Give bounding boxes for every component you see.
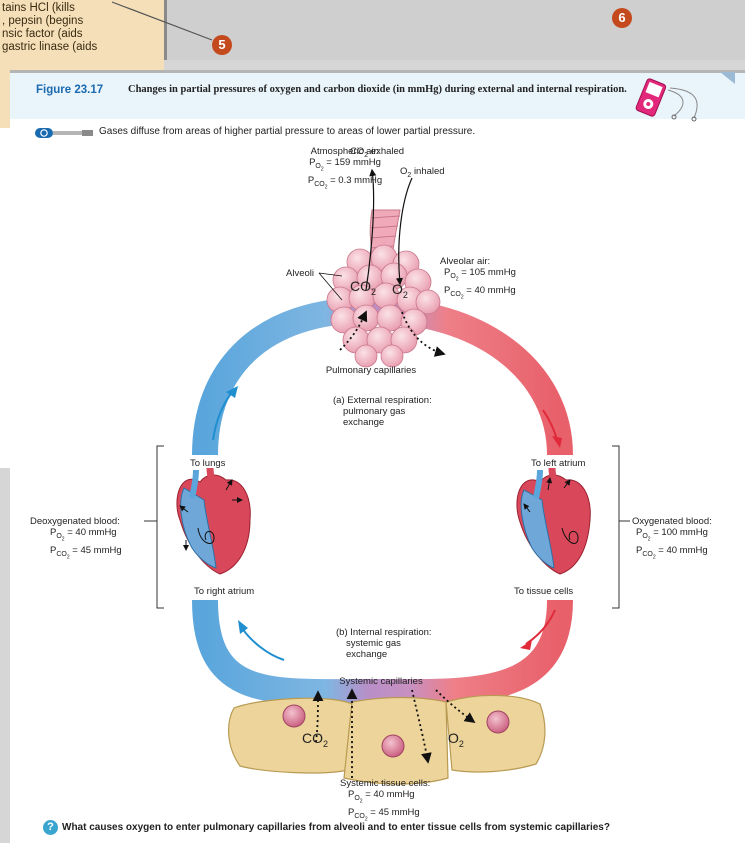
atmospheric-pco2: PCO2 = 0.3 mmHg: [300, 175, 390, 193]
figure-question: What causes oxygen to enter pulmonary ca…: [62, 822, 610, 833]
ext-resp-line-1: (a) External respiration:: [333, 395, 432, 406]
alveoli-label: Alveoli: [286, 268, 314, 279]
to-tissue-cells-label: To tissue cells: [514, 586, 573, 597]
oxy-po2-value: = 100 mmHg: [653, 527, 708, 538]
tissue-title: Systemic tissue cells:: [340, 778, 430, 789]
tissue-po2: PO2 = 40 mmHg: [340, 789, 430, 807]
atm-pco2-value: = 0.3 mmHg: [330, 175, 382, 186]
left-bracket: [157, 446, 164, 608]
heart-right-side-icon: [177, 468, 250, 574]
flow-arrowhead: [520, 640, 532, 650]
question-icon: ?: [43, 820, 58, 835]
tissue-cells-icon: [229, 695, 545, 784]
o2-alveolar-label: O2: [392, 284, 408, 301]
int-resp-line-3: exchange: [336, 649, 432, 660]
ext-resp-line-2: pulmonary gas: [333, 406, 432, 417]
co2-big-text: CO: [350, 278, 371, 294]
alveolar-air-label: Alveolar air: PO2 = 105 mmHg PCO2 = 40 m…: [440, 256, 516, 304]
to-lungs-label: To lungs: [190, 458, 225, 469]
co2-exhaled-text: exhaled: [371, 146, 404, 157]
flow-arrowhead: [238, 620, 248, 634]
tissue-po2-value: = 40 mmHg: [365, 789, 414, 800]
o2-inhaled-text: inhaled: [414, 166, 445, 177]
alveolar-po2: PO2 = 105 mmHg: [440, 267, 516, 285]
deoxy-po2: PO2 = 40 mmHg: [30, 527, 122, 545]
deoxy-title: Deoxygenated blood:: [30, 516, 122, 527]
external-respiration-label: (a) External respiration: pulmonary gas …: [333, 395, 432, 428]
deoxy-po2-value: = 40 mmHg: [67, 527, 116, 538]
systemic-tissue-cells-label: Systemic tissue cells: PO2 = 40 mmHg PCO…: [340, 778, 430, 826]
oxy-pco2-value: = 40 mmHg: [658, 545, 707, 556]
o2-big-text: O: [392, 281, 403, 297]
flow-arrow-to-right-atrium-icon: [242, 628, 284, 660]
to-right-atrium-label: To right atrium: [194, 586, 254, 597]
deoxy-pco2-value: = 45 mmHg: [72, 545, 121, 556]
heart-left-side-icon: [517, 468, 590, 574]
tissue-o2-label: O2: [448, 733, 464, 750]
tissue-co2-text: CO: [302, 730, 323, 746]
o2-inhaled-label: O2 inhaled: [400, 166, 445, 181]
oxy-po2: PO2 = 100 mmHg: [632, 527, 712, 545]
int-resp-line-2: systemic gas: [336, 638, 432, 649]
alveoli-cluster-icon: [327, 245, 440, 367]
tissue-pco2-value: = 45 mmHg: [370, 807, 419, 818]
alveolar-air-title: Alveolar air:: [440, 256, 516, 267]
alv-po2-value: = 105 mmHg: [461, 267, 516, 278]
int-resp-line-1: (b) Internal respiration:: [336, 627, 432, 638]
alv-pco2-value: = 40 mmHg: [466, 285, 515, 296]
oxy-pco2: PCO2 = 40 mmHg: [632, 545, 712, 563]
deoxygenated-blood-label: Deoxygenated blood: PO2 = 40 mmHg PCO2 =…: [30, 516, 122, 564]
co2-exhaled-label: CO2 exhaled: [350, 146, 404, 161]
tissue-o2-text: O: [448, 730, 459, 746]
oxy-title: Oxygenated blood:: [632, 516, 712, 527]
ext-resp-line-3: exchange: [333, 417, 432, 428]
right-bracket: [612, 446, 619, 608]
internal-respiration-label: (b) Internal respiration: systemic gas e…: [336, 627, 432, 660]
deoxy-pco2: PCO2 = 45 mmHg: [30, 545, 122, 563]
oxygenated-blood-label: Oxygenated blood: PO2 = 100 mmHg PCO2 = …: [632, 516, 712, 564]
systemic-capillaries-label: Systemic capillaries: [326, 676, 436, 687]
co2-alveolar-label: CO2: [350, 281, 376, 298]
to-left-atrium-label: To left atrium: [531, 458, 585, 469]
pulmonary-capillaries-label: Pulmonary capillaries: [316, 365, 426, 376]
alveolar-pco2: PCO2 = 40 mmHg: [440, 285, 516, 303]
tissue-co2-label: CO2: [302, 733, 328, 750]
